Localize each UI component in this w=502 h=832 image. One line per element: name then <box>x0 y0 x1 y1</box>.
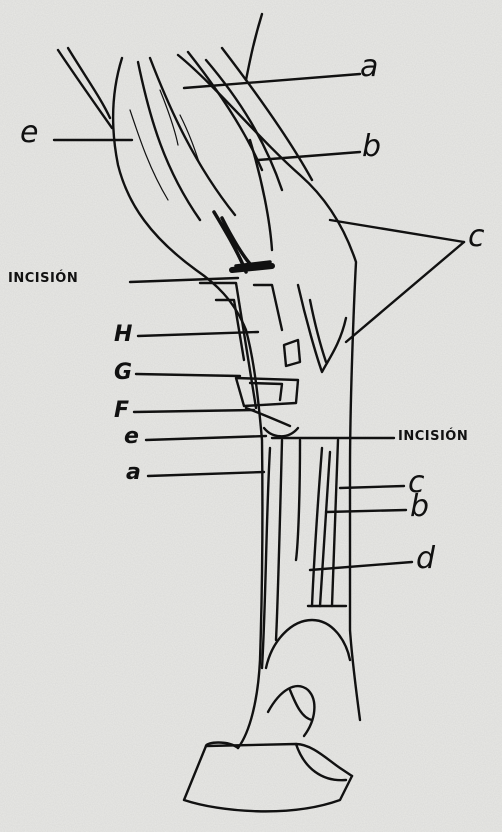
label-a-lower: a <box>126 462 141 484</box>
leader-right-c-2 <box>346 242 464 342</box>
label-f: F <box>114 400 129 422</box>
muscle-line-1 <box>138 62 200 220</box>
leader-e-lower <box>146 436 266 440</box>
struct-h-box <box>284 340 300 366</box>
label-top-right-b: b <box>362 132 381 162</box>
pastern-mark <box>290 690 312 720</box>
label-d: d <box>416 544 435 574</box>
leader-right-c-1 <box>330 220 464 242</box>
tendon-left-2 <box>276 440 282 640</box>
muscle-line-8 <box>130 110 168 200</box>
struct-left-rail <box>200 283 256 408</box>
label-right-c-upper: c <box>468 222 485 252</box>
struct-e-ring <box>264 428 298 436</box>
label-e-lower: e <box>124 426 139 448</box>
left-strand-outer <box>58 50 112 128</box>
incision-bar <box>232 266 272 270</box>
leader-top-right-b <box>258 152 360 160</box>
muscle-line-3 <box>188 52 262 170</box>
label-b-lower: b <box>410 492 429 522</box>
struct-g-box <box>236 378 298 406</box>
leader-f <box>134 410 254 412</box>
tendon-d-2 <box>320 452 330 606</box>
leader-a-lower <box>148 472 264 476</box>
label-incision-right: INCISIÓN <box>398 430 468 443</box>
leader-b-lower <box>326 510 406 512</box>
label-h: H <box>114 324 132 346</box>
limb-left-contour <box>113 58 262 748</box>
label-top-right-a: a <box>360 52 378 82</box>
left-strand-inner <box>68 48 110 118</box>
fetlock-front <box>266 620 350 668</box>
label-g: G <box>114 362 132 384</box>
label-incision-left: INCISIÓN <box>8 272 78 285</box>
leader-d <box>310 562 412 570</box>
hoof-top <box>206 744 352 776</box>
top-strand <box>246 14 262 80</box>
incision-mark <box>214 212 270 272</box>
hoof-inner <box>296 744 346 780</box>
struct-v <box>298 285 346 372</box>
label-left-e-upper: e <box>20 118 38 148</box>
tendon-right <box>332 440 338 606</box>
struct-v-inner <box>310 300 326 362</box>
muscle-line-4 <box>206 60 282 190</box>
leader-g <box>136 374 240 376</box>
leader-incision-left <box>130 278 238 282</box>
tendon-mid <box>296 440 300 560</box>
struct-rail-2 <box>254 285 282 330</box>
muscle-line-7 <box>180 115 200 165</box>
